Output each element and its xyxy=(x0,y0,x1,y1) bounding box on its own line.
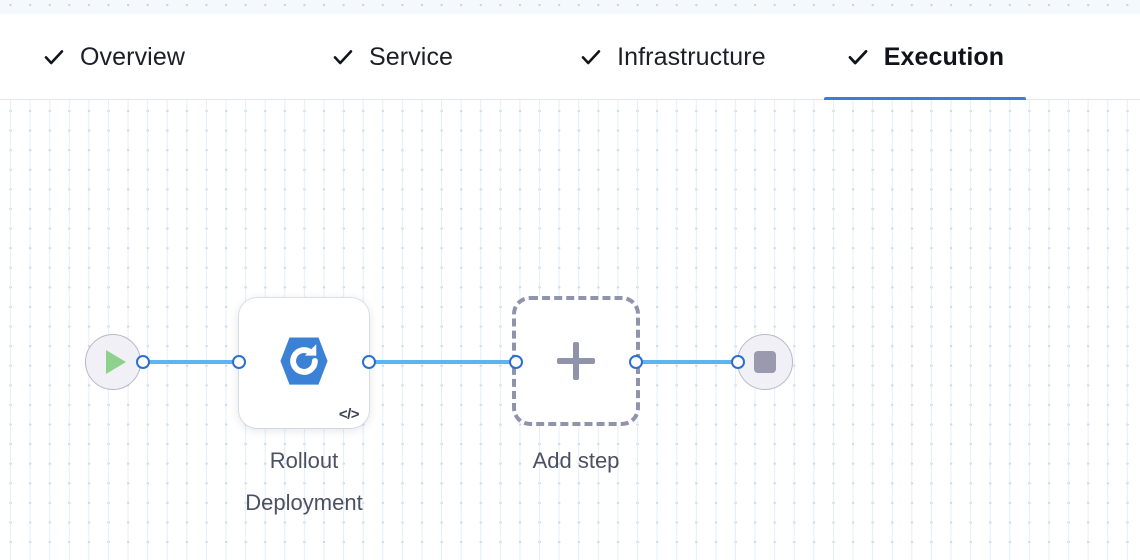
start-node[interactable] xyxy=(85,334,141,390)
code-icon: </> xyxy=(338,406,360,423)
check-icon xyxy=(42,45,66,69)
connector-handle-start-output[interactable] xyxy=(136,355,150,369)
pipeline-tab-bar: Overview Service Infrastructure xyxy=(0,14,1140,101)
tab-active-underline xyxy=(823,97,1027,101)
tab-overview[interactable]: Overview xyxy=(20,14,207,100)
rollout-deployment-icon xyxy=(275,332,333,395)
add-step-node[interactable] xyxy=(512,296,640,426)
canvas-top-strip xyxy=(0,0,1140,14)
check-icon xyxy=(331,45,355,69)
play-icon xyxy=(106,350,126,374)
connector-handle-rollout-output[interactable] xyxy=(362,355,376,369)
tab-infrastructure-label: Infrastructure xyxy=(617,42,766,71)
tab-infrastructure[interactable]: Infrastructure xyxy=(557,14,788,100)
end-node-circle[interactable] xyxy=(737,334,793,390)
connector-handle-addstep-output[interactable] xyxy=(629,355,643,369)
end-node[interactable] xyxy=(737,334,793,390)
check-icon xyxy=(846,45,870,69)
connector-handle-addstep-input[interactable] xyxy=(509,355,523,369)
tab-execution[interactable]: Execution xyxy=(823,14,1027,101)
pipeline-canvas[interactable]: </> Rollout Deployment Add step xyxy=(0,100,1140,560)
add-step-box[interactable] xyxy=(512,296,640,426)
connector-handle-end-input[interactable] xyxy=(731,355,745,369)
plus-icon xyxy=(557,342,595,380)
tab-service[interactable]: Service xyxy=(309,14,475,100)
connector-handle-rollout-input[interactable] xyxy=(232,355,246,369)
tab-service-label: Service xyxy=(369,42,454,71)
rollout-deployment-node[interactable]: </> xyxy=(239,298,369,428)
start-node-circle[interactable] xyxy=(85,334,141,390)
check-icon xyxy=(579,45,603,69)
tab-overview-label: Overview xyxy=(80,42,185,71)
add-step-label: Add step xyxy=(532,448,620,473)
stop-icon xyxy=(754,351,776,373)
tab-execution-label: Execution xyxy=(883,42,1005,71)
rollout-deployment-label: Rollout Deployment xyxy=(245,448,363,515)
rollout-deployment-card[interactable]: </> xyxy=(239,298,369,428)
